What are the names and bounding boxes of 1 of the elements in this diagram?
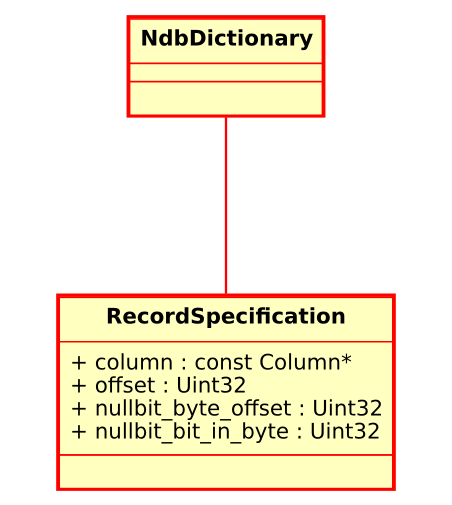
connector <box>224 117 228 293</box>
